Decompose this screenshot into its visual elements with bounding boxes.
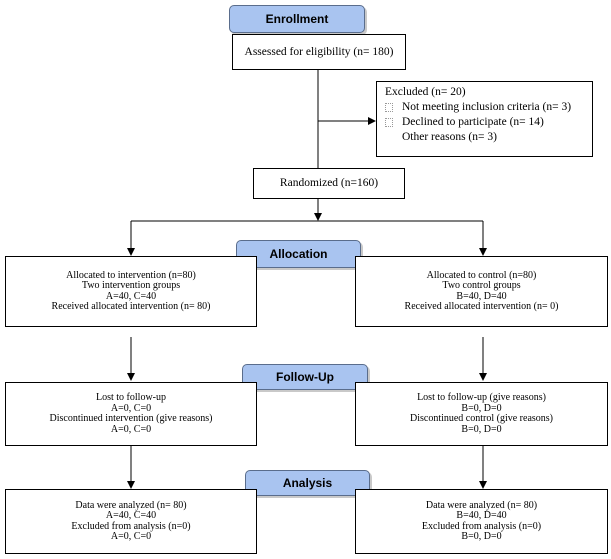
allocation-control-box: Allocated to control (n=80) Two control … [355,256,608,327]
box-line: B=0, D=0 [461,402,502,414]
box-line: Excluded from analysis (n=0) [71,520,191,532]
box-line: B=0, D=0 [461,423,502,435]
box-line: Discontinued control (give reasons) [409,413,554,424]
excluded-item-text: Other reasons (n= 3) [402,131,497,143]
checkbox-bullet-icon [385,118,393,127]
allocation-intervention-box: Allocated to intervention (n=80) Two int… [5,256,257,327]
excluded-item-text: Declined to participate (n= 14) [402,116,544,128]
excluded-item: Not meeting inclusion criteria (n= 3) [385,100,584,115]
box-line: B=0, D=0 [461,531,502,542]
checkbox-bullet-icon [385,103,393,112]
analysis-intervention-box: Data were analyzed (n= 80) A=40, C=40 Ex… [5,489,257,554]
box-line: Received allocated intervention (n= 80) [51,301,211,312]
box-line: Data were analyzed (n= 80) [425,499,538,511]
excluded-box: Excluded (n= 20) Not meeting inclusion c… [376,81,593,157]
box-line: Allocated to control (n=80) [426,269,537,281]
box-line: Discontinued intervention (give reasons) [49,413,213,424]
excluded-item-text: Not meeting inclusion criteria (n= 3) [402,101,572,113]
box-line: Two intervention groups [81,280,181,291]
box-line: A=0, C=0 [110,531,152,542]
analysis-control-box: Data were analyzed (n= 80) B=40, D=40 Ex… [355,489,608,554]
enrollment-label-text: Enrollment [265,12,329,26]
box-line: Data were analyzed (n= 80) [75,499,187,511]
randomized-box: Randomized (n=160) [253,168,405,199]
allocation-label-text: Allocation [269,247,328,261]
box-line: A=40, C=40 [105,510,157,521]
assessed-eligibility-box: Assessed for eligibility (n= 180) [232,34,406,70]
followup-control-box: Lost to follow-up (give reasons) B=0, D=… [355,382,608,446]
allocation-stage-label: Allocation [236,240,361,268]
box-line: B=40, D=40 [456,290,507,302]
enrollment-stage-label: Enrollment [229,5,365,33]
followup-intervention-box: Lost to follow-up A=0, C=0 Discontinued … [5,382,257,446]
followup-stage-label: Follow-Up [242,364,368,390]
excluded-item: Other reasons (n= 3) [385,130,584,145]
box-line: A=40, C=40 [105,290,157,302]
box-line: A=0, C=0 [110,402,152,414]
analysis-label-text: Analysis [282,476,333,490]
box-line: Two control groups [442,280,521,291]
box-line: Allocated to intervention (n=80) [66,269,196,281]
box-line: Lost to follow-up (give reasons) [417,392,546,403]
excluded-item: Declined to participate (n= 14) [385,115,584,130]
box-line: Received allocated intervention (n= 0) [404,301,559,312]
randomized-text: Randomized (n=160) [279,177,379,190]
box-line: Excluded from analysis (n=0) [421,520,542,532]
assessed-text: Assessed for eligibility (n= 180) [244,45,394,58]
analysis-stage-label: Analysis [245,470,370,496]
box-line: A=0, C=0 [110,423,152,435]
excluded-title-text: Excluded (n= 20) [385,86,466,98]
excluded-title: Excluded (n= 20) [385,85,584,100]
followup-label-text: Follow-Up [276,370,334,384]
box-line: B=40, D=40 [456,510,507,521]
box-line: Lost to follow-up [96,392,166,403]
